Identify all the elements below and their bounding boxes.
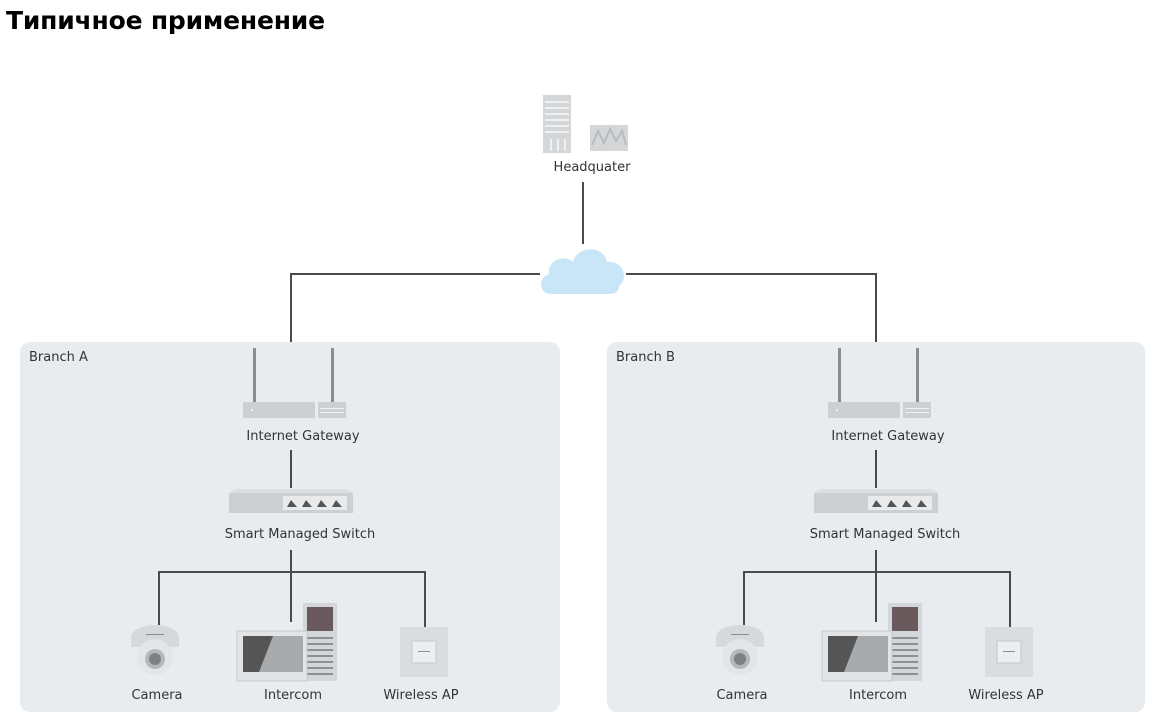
device-label-camera: Camera — [716, 688, 768, 703]
dome-camera-icon — [131, 625, 179, 675]
ap-drop-line — [424, 571, 426, 627]
cloud-to-branch-a-drop — [290, 273, 292, 378]
gateway-to-switch-line — [875, 450, 877, 488]
branch-b-name: Branch B — [616, 350, 675, 365]
device-label-camera: Camera — [131, 688, 183, 703]
wireless-ap-icon — [985, 627, 1033, 677]
device-label-wireless-ap: Wireless AP — [968, 688, 1044, 703]
device-bus-line — [743, 571, 1011, 573]
hq-to-cloud-line — [582, 182, 584, 244]
cloud-to-branch-b-drop — [875, 273, 877, 378]
switch-label: Smart Managed Switch — [809, 527, 961, 542]
router-icon — [828, 348, 931, 418]
building-icon — [543, 95, 628, 153]
cloud-icon — [540, 249, 624, 294]
cloud-to-branch-a-line — [290, 273, 540, 275]
switch-label: Smart Managed Switch — [224, 527, 376, 542]
page-title: Типичное применение — [6, 6, 325, 35]
camera-drop-line — [158, 571, 160, 625]
device-bus-line — [158, 571, 426, 573]
switch-trunk-line — [290, 550, 292, 622]
dome-camera-icon — [716, 625, 764, 675]
device-label-intercom: Intercom — [264, 688, 322, 703]
switch-icon — [229, 489, 353, 513]
gateway-label: Internet Gateway — [831, 429, 945, 444]
gateway-label: Internet Gateway — [246, 429, 360, 444]
ap-drop-line — [1009, 571, 1011, 627]
branch-a-name: Branch A — [29, 350, 88, 365]
device-label-intercom: Intercom — [849, 688, 907, 703]
router-icon — [243, 348, 346, 418]
switch-trunk-line — [875, 550, 877, 622]
wireless-ap-icon — [400, 627, 448, 677]
intercom-icon — [821, 603, 922, 682]
gateway-to-switch-line — [290, 450, 292, 488]
camera-drop-line — [743, 571, 745, 625]
cloud-to-branch-b-line — [626, 273, 876, 275]
headquarter-label: Headquater — [553, 160, 631, 175]
intercom-icon — [236, 603, 337, 682]
switch-icon — [814, 489, 938, 513]
device-label-wireless-ap: Wireless AP — [383, 688, 459, 703]
